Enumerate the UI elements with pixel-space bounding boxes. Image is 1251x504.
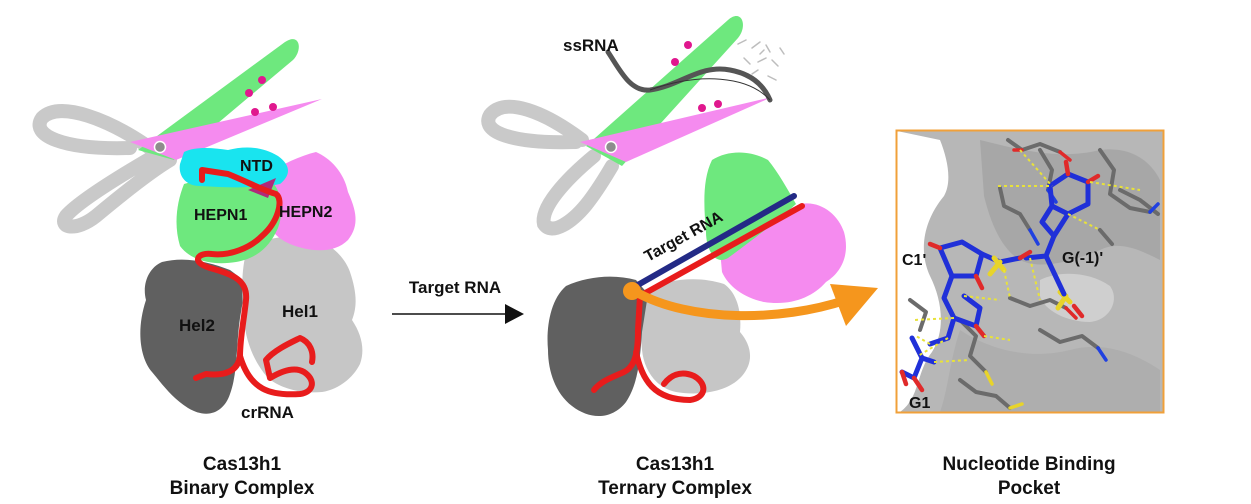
binary-complex: NTD HEPN1 HEPN2 Hel1 Hel2 crRNA Cas13h1 …	[32, 39, 363, 499]
target-rna-arrow: Target RNA	[392, 278, 524, 324]
ternary-blade-dots	[671, 41, 722, 112]
crrna-strand	[193, 167, 316, 398]
binary-blade-dots	[245, 76, 277, 116]
ternary-hepn2	[720, 203, 846, 304]
binary-caption-line2: Binary Complex	[170, 478, 315, 499]
orange-arrowhead	[830, 284, 878, 326]
ternary-blade-pink	[580, 97, 772, 162]
ternary-caption-line1: Cas13h1	[636, 454, 715, 475]
ssrna-thin-tail	[649, 78, 771, 101]
ternary-caption-line2: Ternary Complex	[598, 478, 752, 499]
hel1-label: Hel1	[282, 302, 318, 321]
binary-blade-pink	[130, 99, 322, 160]
ntd-domain	[179, 147, 288, 188]
ternary-hel2	[547, 276, 648, 417]
c1-label: C1'	[902, 252, 926, 269]
ternary-crrna-strand	[591, 293, 707, 403]
side-chains	[908, 138, 1160, 410]
pocket-panel: C1' G(-1)' G1 Nucleotide Binding Pocket	[895, 129, 1165, 499]
pocket-caption-line1: Nucleotide Binding	[942, 454, 1115, 475]
target-rna-red-strand	[637, 203, 805, 299]
ternary-scissors-handle	[481, 99, 619, 236]
ssrna-label: ssRNA	[563, 36, 619, 55]
binary-scissors-handle	[32, 104, 177, 234]
hel2-label: Hel2	[179, 316, 215, 335]
hydrogen-bonds	[913, 149, 1141, 363]
ternary-blade-pivot	[604, 140, 618, 154]
ternary-complex: ssRNA Target RNA Cas13h1 Ternary Complex	[481, 16, 878, 499]
hel2-domain	[140, 259, 246, 414]
surface-groove	[940, 330, 1160, 412]
binary-blade-pivot	[153, 140, 167, 154]
g-minus1-label: G(-1)'	[1062, 250, 1103, 267]
arrow-label: Target RNA	[409, 278, 501, 297]
crrna-label: crRNA	[241, 403, 294, 422]
binary-caption-line1: Cas13h1	[203, 454, 282, 475]
hepn2-label: HEPN2	[279, 204, 332, 221]
ntd-label: NTD	[240, 158, 273, 175]
phosphate-groups	[987, 255, 1073, 311]
orange-anchor-dot	[623, 282, 641, 300]
ternary-blade-green	[586, 16, 743, 166]
binary-blade-green	[138, 39, 299, 160]
g1-label: G1	[909, 395, 930, 412]
phosphate-linker	[1043, 253, 1067, 297]
orange-curved-arrow	[631, 287, 851, 321]
pocket-caption-line2: Pocket	[998, 478, 1061, 499]
ssrna-strand	[605, 49, 773, 103]
ssrna-fragments	[737, 39, 785, 81]
pocket-panel-border	[895, 129, 1165, 414]
target-rna-blue-strand	[633, 193, 797, 289]
hepn1-label: HEPN1	[194, 207, 247, 224]
ligand-oxygens	[899, 159, 1101, 393]
